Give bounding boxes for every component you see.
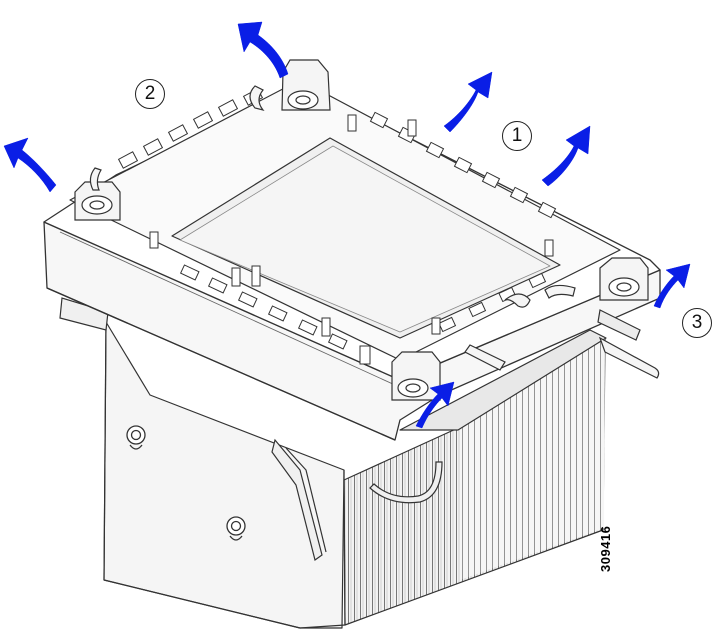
callout-2: 2 [135,79,165,109]
curved-arrow-up-icon [541,125,591,187]
corner-posts [74,59,649,401]
curved-arrow-up-icon [3,137,57,193]
carrier-frame [69,79,621,361]
callout-3: 3 [682,308,712,338]
frame-details [117,88,557,365]
curved-arrow-up-icon [443,71,493,133]
side-screw-holes [126,425,246,541]
figure-number: 309416 [598,525,613,572]
curved-arrow-up-icon [415,381,455,429]
curved-arrow-up-icon [237,21,289,79]
callout-1: 1 [502,121,532,151]
callout-3-label: 3 [691,312,703,333]
lift-arrows [3,21,691,429]
side-latch-clip [271,438,327,561]
callout-1-label: 1 [511,125,523,146]
curved-arrow-up-icon [653,263,691,309]
heatsink-body [103,321,607,629]
retention-levers [89,85,660,504]
callout-2-label: 2 [144,83,156,104]
